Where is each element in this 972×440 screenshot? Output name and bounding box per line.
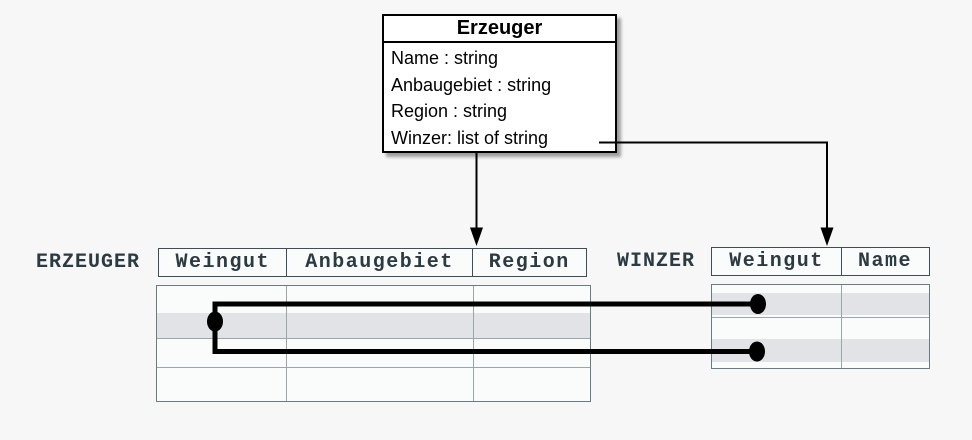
arrowhead-down-icon [470, 227, 483, 246]
erzeuger-header-row: Weingut Anbaugebiet Region [158, 248, 587, 277]
erzeuger-table-label: ERZEUGER [36, 251, 141, 274]
winzer-column-weingut: Weingut [712, 248, 842, 275]
grid-vline [841, 284, 843, 368]
erzeuger-column-anbaugebiet: Anbaugebiet [287, 249, 473, 276]
winzer-table-label: WINZER [617, 250, 696, 273]
class-to-erzeuger-arrow [470, 153, 483, 246]
class-attribute-name: Name : string [391, 48, 499, 68]
erzeuger-column-region: Region [488, 251, 570, 274]
uml-class-box: Erzeuger Name : string Anbaugebiet : str… [382, 14, 617, 153]
erzeuger-highlighted-row [157, 312, 590, 338]
winzer-table-body [711, 283, 930, 369]
winzer-highlighted-row-1 [712, 292, 929, 315]
erzeuger-column-weingut: Weingut [159, 249, 288, 276]
class-attribute-anbaugebiet: Anbaugebiet : string [391, 74, 552, 95]
winzer-header-row: Weingut Name [711, 247, 930, 276]
grid-hline [157, 366, 590, 368]
grid-vline [472, 286, 474, 401]
winzer-attribute-to-winzer-arrow [599, 141, 834, 246]
winzer-highlighted-row-2 [712, 338, 929, 362]
grid-hline [712, 317, 929, 319]
class-attribute-winzer: Winzer: list of string [391, 127, 549, 148]
class-title: Erzeuger [384, 16, 615, 43]
arrowhead-down-icon [820, 227, 834, 246]
class-attribute-region: Region : string [391, 101, 508, 121]
erzeuger-table-body [156, 285, 591, 402]
winzer-column-name: Name [857, 250, 912, 273]
grid-hline [157, 338, 590, 340]
grid-vline [286, 286, 288, 401]
class-attribute-list: Name : string Anbaugebiet : string Regio… [384, 43, 615, 151]
